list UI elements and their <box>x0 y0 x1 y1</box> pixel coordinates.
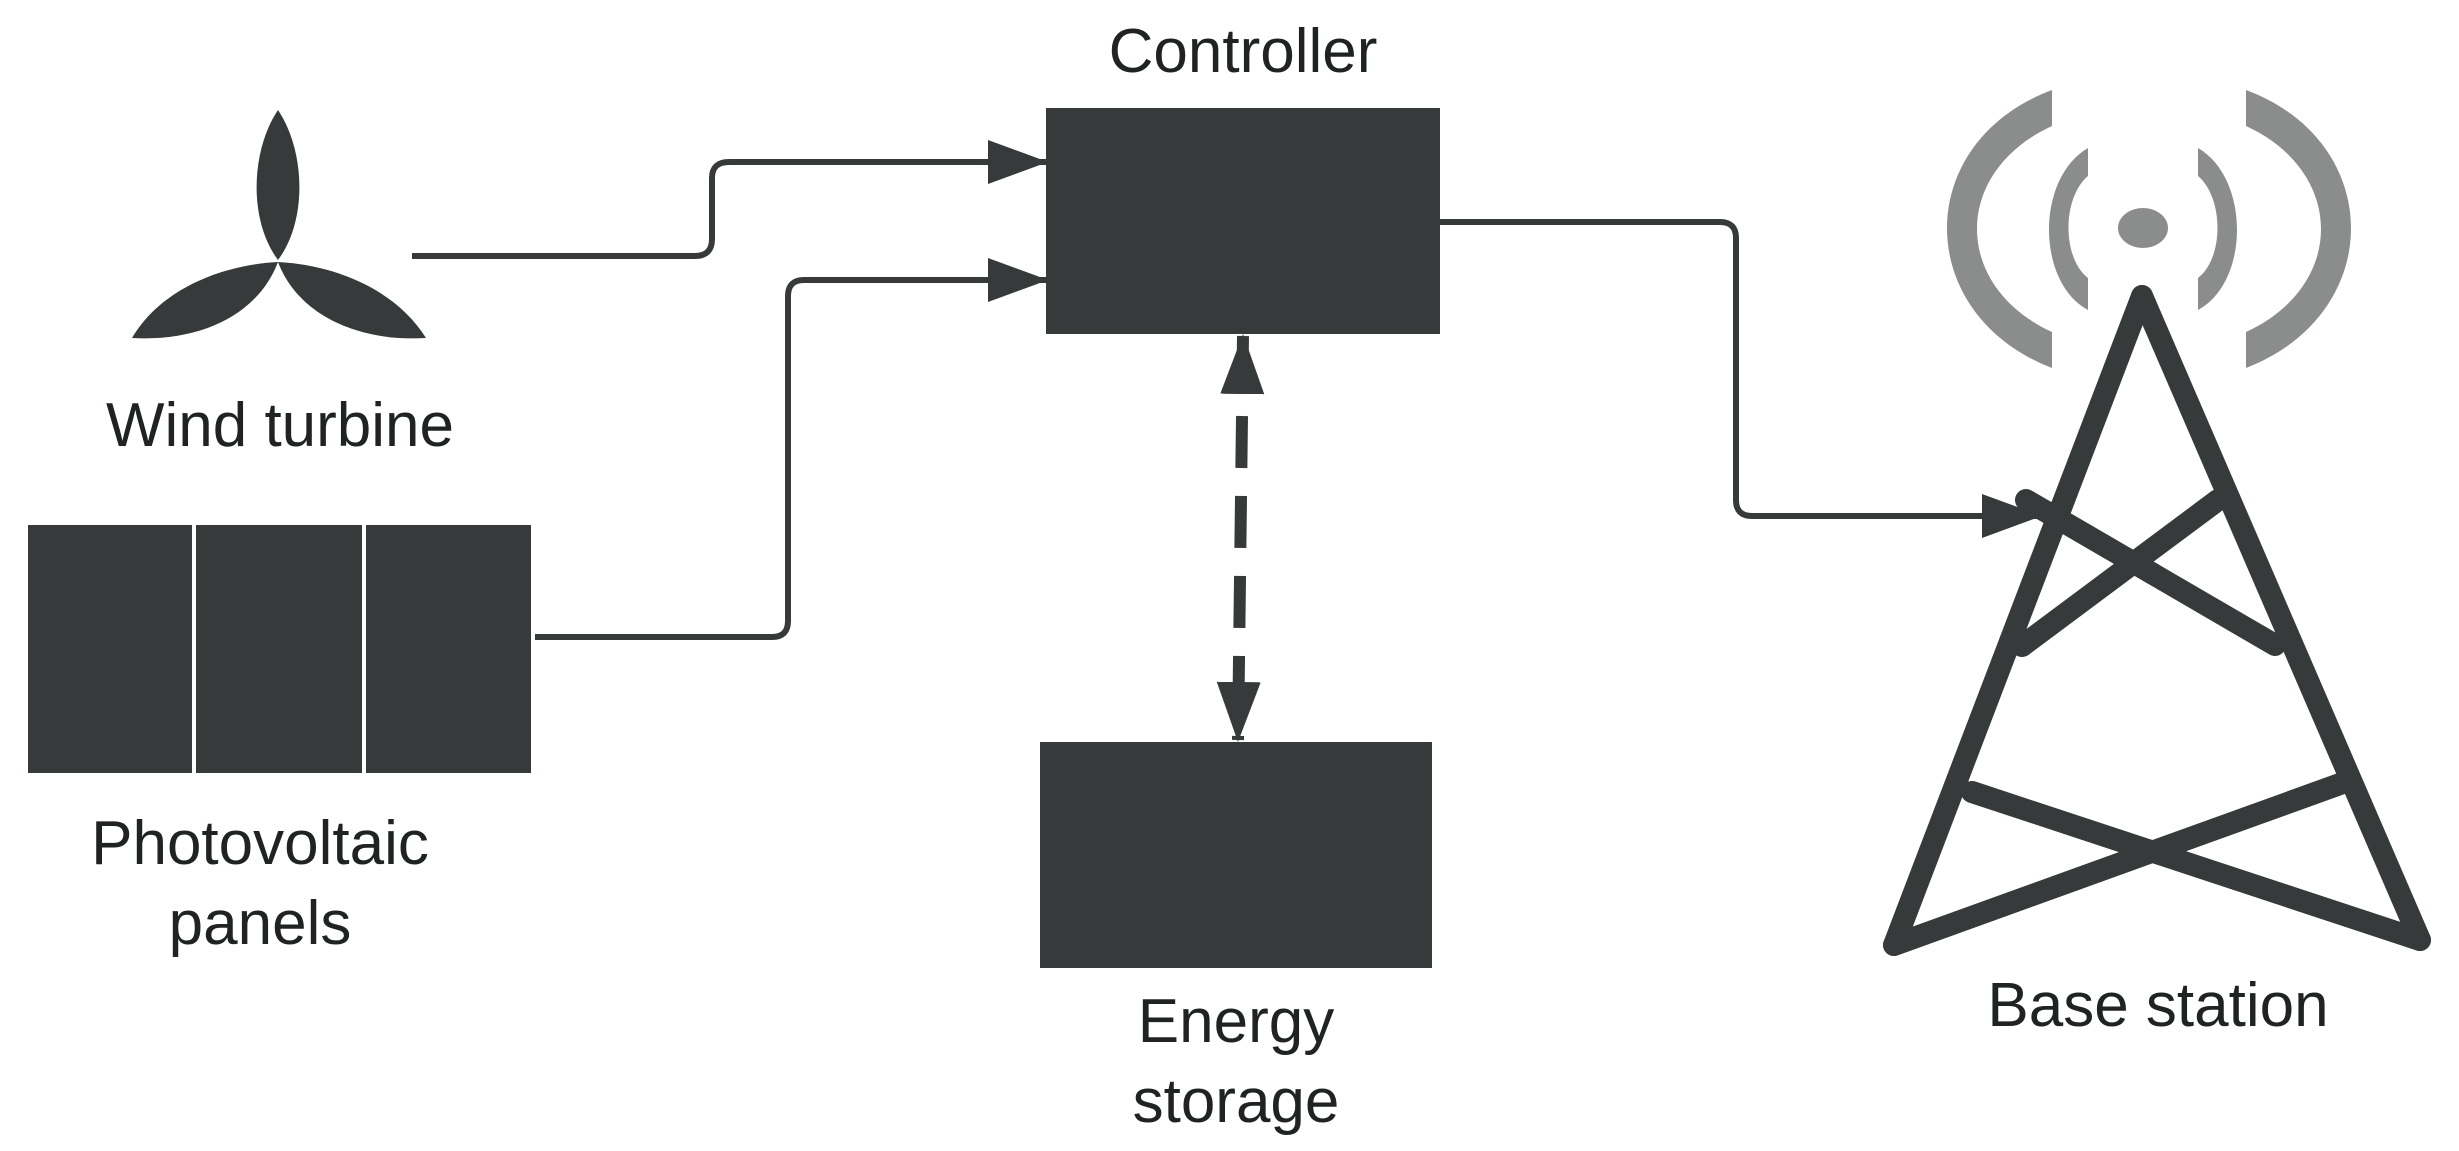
signal-waves-icon <box>1947 90 2351 368</box>
base-station-label: Base station <box>1987 971 2328 1040</box>
solar-panel-cell <box>366 525 531 773</box>
controller-to-base-station-arrow <box>1440 219 2042 538</box>
signal-dot <box>2118 208 2168 248</box>
controller-label: Controller <box>1109 17 1378 86</box>
pv-to-controller-arrow <box>535 258 1048 640</box>
cell-tower-icon <box>1883 285 2431 956</box>
energy-storage-box <box>1040 742 1432 968</box>
controller-storage-bidirectional-arrow <box>1216 334 1265 742</box>
wind-to-controller-arrow <box>412 140 1048 259</box>
photovoltaic-panels-label-line2: panels <box>169 889 352 958</box>
wind-turbine-icon <box>132 110 426 339</box>
solar-panel-cell <box>28 525 192 773</box>
photovoltaic-panels-label-line1: Photovoltaic <box>91 809 429 878</box>
wind-turbine-label: Wind turbine <box>106 391 454 460</box>
energy-storage-label-line1: Energy <box>1138 987 1334 1056</box>
controller-box <box>1046 108 1440 334</box>
solar-panel-icon <box>28 525 531 773</box>
solar-panel-cell <box>196 525 362 773</box>
energy-storage-label-line2: storage <box>1133 1067 1340 1136</box>
